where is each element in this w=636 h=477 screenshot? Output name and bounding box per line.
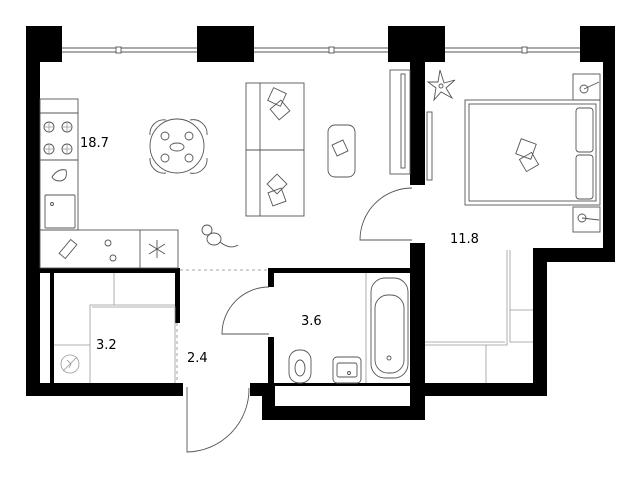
area-label-bedroom: 11.8 [450,232,479,247]
window [62,26,197,62]
area-label-bathroom: 3.6 [301,314,322,329]
window [445,46,580,54]
kitchen [39,98,179,269]
dining-table [149,118,208,174]
fridge-snowflake-icon [148,240,166,258]
boiler-icon [60,354,80,374]
tv-unit [389,69,411,175]
entrance-door[interactable] [186,387,250,453]
toilet-icon [288,349,312,384]
bath-sink-icon [332,356,362,384]
area-label-living-kitchen: 18.7 [80,136,109,151]
cat-icon [201,224,239,248]
sink-icon [51,169,67,182]
stove-icon [43,121,73,155]
bathroom-door[interactable] [221,286,270,335]
coffee-table [327,124,356,178]
appliance-icon [58,238,78,260]
sofa [245,82,305,217]
area-label-storage: 3.2 [96,338,117,353]
storage-furniture [54,273,176,383]
bedroom-door[interactable] [359,187,413,241]
bathroom-furniture [288,273,409,384]
plant-icon [426,69,456,102]
walls [26,26,615,420]
windows [62,26,580,62]
dishwasher-icon [44,194,76,229]
bedroom-furniture [425,69,601,383]
area-label-hallway: 2.4 [187,351,208,366]
doors [176,187,413,453]
window [254,46,388,54]
